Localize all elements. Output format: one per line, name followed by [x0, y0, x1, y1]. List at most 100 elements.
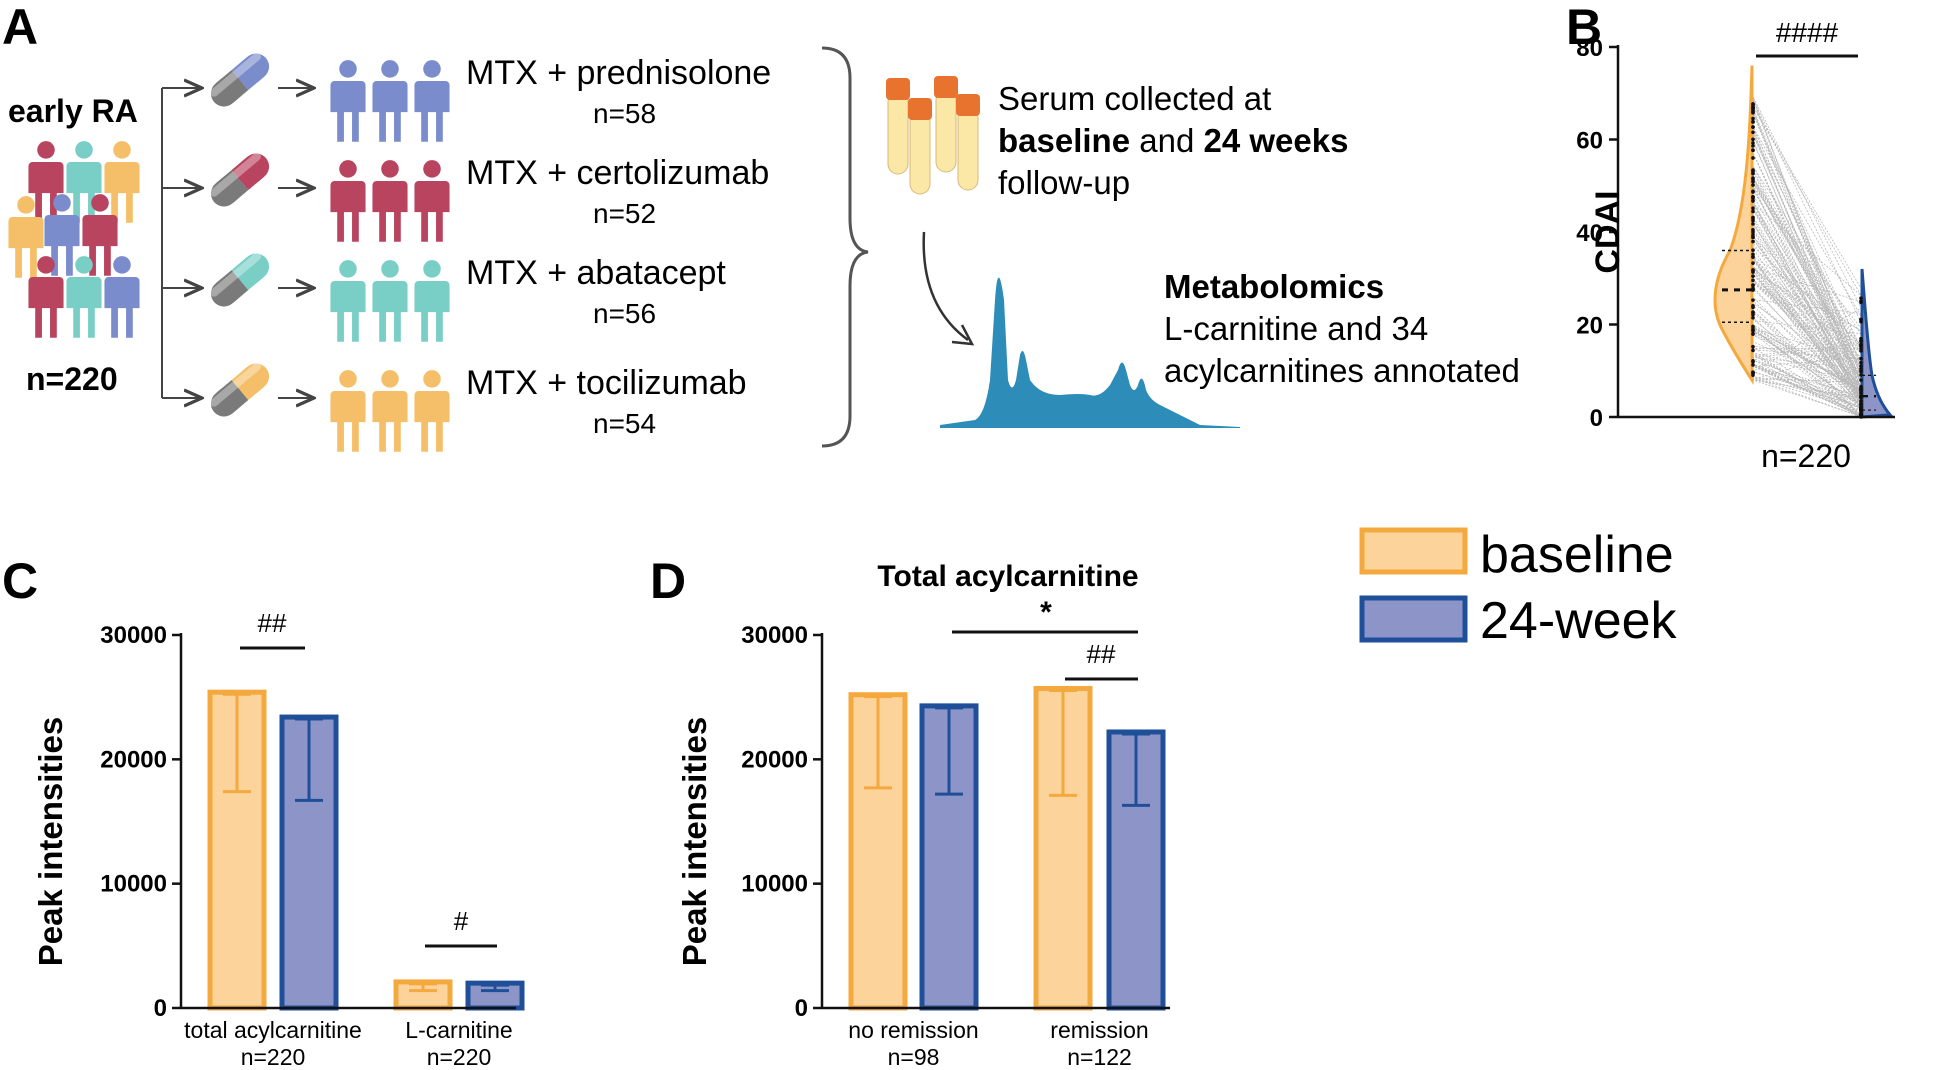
paired-line	[1751, 266, 1863, 354]
paired-line	[1751, 111, 1863, 352]
person-icon	[414, 260, 450, 342]
pill-icon	[210, 252, 270, 307]
data-point	[1751, 363, 1755, 367]
data-point	[1751, 310, 1755, 314]
significance-label: #	[454, 906, 469, 936]
paired-line	[1751, 106, 1863, 368]
data-point	[1751, 125, 1755, 129]
paired-line	[1751, 175, 1863, 349]
paired-line	[1751, 342, 1863, 357]
paired-lines	[1751, 93, 1863, 418]
tube-cap	[908, 98, 932, 120]
arm-n-label: n=56	[593, 298, 656, 329]
data-point	[1751, 198, 1755, 203]
legend: baseline 24-week	[1359, 526, 1678, 650]
pill-half-grey	[216, 70, 249, 103]
paired-line	[1751, 280, 1863, 382]
paired-line	[1751, 221, 1863, 404]
pill-shine	[210, 362, 261, 407]
pill-icon	[210, 52, 270, 107]
paired-line	[1751, 311, 1863, 417]
y-tick-label: 20	[1576, 313, 1603, 340]
data-point	[1751, 304, 1755, 308]
chart-title: Total acylcarnitine	[877, 560, 1138, 593]
person-icon	[414, 60, 450, 142]
data-point	[1751, 252, 1755, 257]
data-point	[1751, 235, 1755, 240]
paired-line	[1751, 307, 1863, 373]
pill-half-grey	[216, 380, 249, 413]
paired-line	[1751, 266, 1863, 402]
pill-shine	[210, 252, 261, 297]
panel-letter-d: D	[650, 553, 686, 609]
paired-line	[1751, 279, 1863, 370]
data-point	[1751, 222, 1755, 226]
patient-crowd-icon	[8, 141, 140, 338]
y-tick-label: 80	[1576, 35, 1603, 62]
data-point	[1859, 360, 1863, 365]
brace-icon	[821, 46, 869, 448]
significance-label: ##	[1087, 639, 1116, 669]
paired-line	[1751, 245, 1863, 347]
person-icon	[372, 160, 408, 242]
paired-line	[1751, 201, 1863, 400]
paired-line	[1751, 331, 1863, 377]
data-point	[1751, 278, 1755, 283]
data-point	[1859, 378, 1863, 382]
category-label: remission	[1050, 1017, 1148, 1043]
person-icon	[330, 160, 366, 242]
panel-a: A early RA n=220 MTX + prednisolonen=58M…	[2, 0, 1520, 452]
pill-shine	[210, 152, 261, 197]
arrow-head-icon	[951, 324, 975, 346]
y-axis-label: Peak intensities	[676, 717, 713, 966]
data-point	[1859, 401, 1863, 406]
paired-line	[1751, 359, 1863, 399]
paired-line	[1751, 364, 1863, 415]
data-point	[1751, 348, 1755, 353]
panel-d: D no remissionn=98remissionn=12201000020…	[650, 553, 1170, 1070]
legend-swatch-24week	[1359, 595, 1468, 643]
paired-line	[1751, 309, 1863, 402]
violin-baseline	[1713, 65, 1754, 386]
data-point	[1859, 405, 1863, 410]
legend-label-24week: 24-week	[1480, 592, 1678, 650]
tube-body	[887, 91, 909, 175]
category-label: L-carnitine	[405, 1017, 512, 1043]
paired-line	[1751, 357, 1863, 409]
paired-line	[1751, 198, 1863, 404]
paired-line	[1751, 318, 1863, 405]
arm-drug-label: MTX + abatacept	[466, 254, 726, 292]
pill-half-grey	[216, 170, 249, 203]
data-point	[1859, 364, 1863, 368]
tube-body	[935, 89, 957, 173]
paired-line	[1751, 325, 1863, 391]
data-point	[1859, 373, 1863, 377]
data-point	[1751, 110, 1755, 115]
data-point	[1751, 344, 1755, 349]
person-icon	[104, 141, 140, 223]
paired-line	[1751, 176, 1863, 352]
data-point	[1859, 296, 1863, 300]
tube-cap	[934, 76, 958, 98]
tube-cap	[886, 78, 910, 100]
legend-swatch-baseline	[1359, 527, 1468, 575]
person-icon	[330, 60, 366, 142]
data-point	[1751, 315, 1755, 320]
paired-line	[1751, 280, 1863, 358]
data-point	[1751, 141, 1755, 145]
category-n-label: n=98	[888, 1044, 940, 1070]
serum-line3: follow-up	[998, 164, 1130, 201]
data-point	[1859, 366, 1863, 371]
data-point	[1859, 356, 1863, 361]
category-label: total acylcarnitine	[184, 1017, 362, 1043]
tube-cap	[956, 94, 980, 116]
data-point	[1751, 324, 1755, 329]
paired-line	[1751, 377, 1863, 418]
serum-line1: Serum collected at	[998, 80, 1271, 117]
paired-line	[1751, 347, 1863, 381]
paired-line	[1751, 346, 1863, 418]
y-tick-label: 10000	[100, 871, 167, 898]
paired-line	[1751, 377, 1863, 383]
person-icon	[414, 160, 450, 242]
